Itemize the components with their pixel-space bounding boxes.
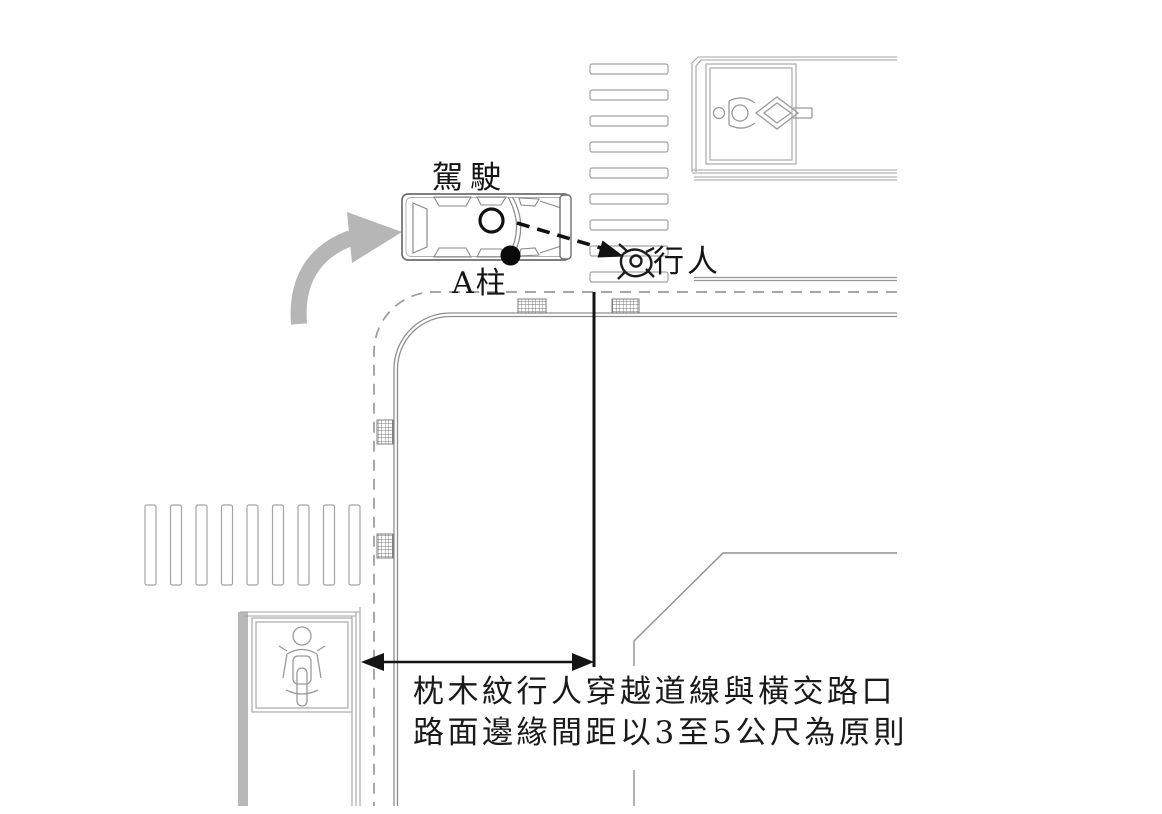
- curb-band: [238, 612, 248, 806]
- a-pillar-dot-icon: [500, 245, 521, 266]
- driver-head-circle-icon: [478, 207, 505, 234]
- curb-double-line: [393, 312, 897, 806]
- caption-line-1: 枕木紋行人穿越道線與橫交路口: [413, 674, 896, 710]
- road-edge-line-upper: [694, 276, 897, 282]
- caption-text: 枕木紋行人穿越道線與橫交路口 路面邊緣間距以3至5公尺為原則: [413, 672, 908, 754]
- caption-line-2: 路面邊緣間距以3至5公尺為原則: [413, 715, 908, 751]
- distance-measurement-arrow: [361, 292, 596, 671]
- motorcycle-waiting-box-top: [691, 56, 897, 181]
- pedestrian-top-view-icon: [617, 243, 655, 280]
- motorcycle-waiting-box-left: [238, 607, 361, 806]
- car-top-view-icon: [401, 193, 572, 266]
- crosswalk-stripes-left-icon: [144, 504, 361, 586]
- curved-turn-arrow-icon: [290, 212, 402, 325]
- corner-island-edge: [633, 552, 897, 806]
- motorcycle-front-view-icon: [278, 626, 326, 707]
- crosswalk-stripes-top-icon: [589, 63, 669, 283]
- pedestrian-label: 行人: [653, 244, 721, 280]
- dashed-sight-line-arrow-icon: [516, 221, 624, 258]
- motorcycle-top-view-icon: [712, 96, 813, 130]
- hatched-marker-icons: [376, 298, 640, 559]
- a-pillar-label: A柱: [452, 266, 508, 301]
- driver-label: 駕駛: [432, 160, 508, 196]
